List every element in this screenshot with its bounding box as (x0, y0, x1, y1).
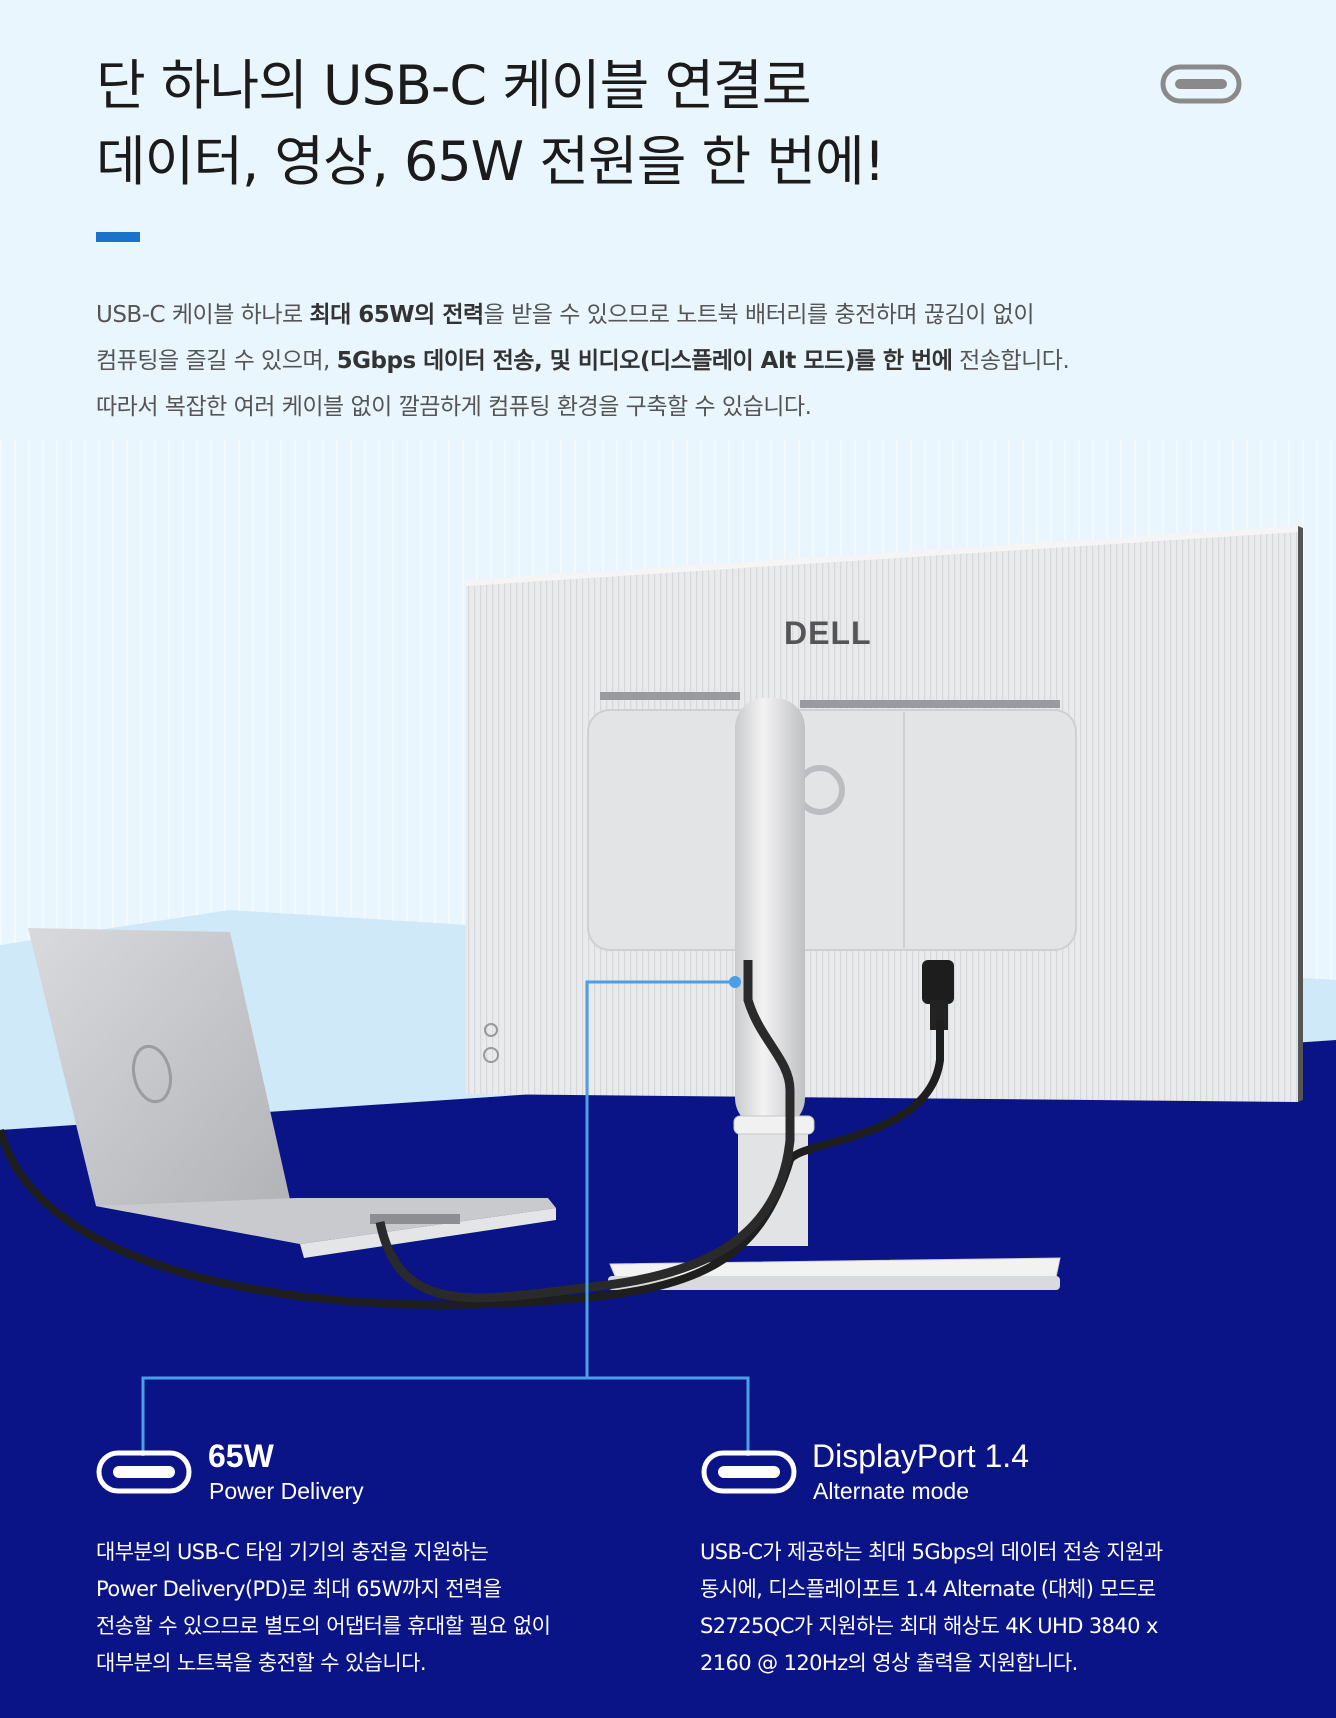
feature-2-body-line: 동시에, 디스플레이포트 1.4 Alternate (대체) 모드로 (700, 1577, 1156, 1601)
intro-text-1: USB-C 케이블 하나로 (96, 302, 310, 328)
feature-1-body-line: 대부분의 USB-C 타입 기기의 충전을 지원하는 (96, 1540, 489, 1564)
feature-2-subtitle: Alternate mode (813, 1478, 969, 1504)
usb-c-port-icon (96, 1450, 192, 1494)
headline: 단 하나의 USB-C 케이블 연결로 데이터, 영상, 65W 전원을 한 번… (96, 48, 885, 200)
feature-2-body: USB-C가 제공하는 최대 5Gbps의 데이터 전송 지원과 동시에, 디스… (700, 1534, 1163, 1682)
headline-line-1: 단 하나의 USB-C 케이블 연결로 (96, 54, 812, 117)
intro-paragraph: USB-C 케이블 하나로 최대 65W의 전력을 받을 수 있으므로 노트북 … (96, 292, 1256, 430)
feature-1-body-line: 전송할 수 있으므로 별도의 어댑터를 휴대할 필요 없이 (96, 1614, 551, 1638)
feature-2-body-line: 2160 @ 120Hz의 영상 출력을 지원합니다. (700, 1651, 1078, 1675)
product-illustration: DELL (0, 440, 1336, 1718)
dell-logo: DELL (784, 615, 872, 651)
connector-dot (729, 976, 741, 988)
headline-line-2: 데이터, 영상, 65W 전원을 한 번에! (96, 130, 885, 193)
intro-text-4: 전송합니다. (952, 348, 1070, 374)
laptop (28, 928, 556, 1258)
accent-bar (96, 232, 140, 242)
intro-text-3: 컴퓨팅을 즐길 수 있으며, (96, 348, 337, 374)
connector-lines (141, 980, 750, 1456)
feature-1-title: 65W (208, 1438, 274, 1474)
feature-1-body-line: 대부분의 노트북을 충전할 수 있습니다. (96, 1651, 427, 1675)
usb-c-port-icon (1160, 64, 1242, 104)
intro-text-2: 을 받을 수 있으므로 노트북 배터리를 충전하며 끊김이 없이 (483, 302, 1035, 328)
feature-1-body-line: Power Delivery(PD)로 최대 65W까지 전력을 (96, 1577, 502, 1601)
intro-bold-2: 5Gbps 데이터 전송, 및 비디오(디스플레이 Alt 모드)를 한 번에 (336, 348, 953, 374)
feature-1-body: 대부분의 USB-C 타입 기기의 충전을 지원하는 Power Deliver… (96, 1534, 551, 1682)
intro-text-5: 따라서 복잡한 여러 케이블 없이 깔끔하게 컴퓨팅 환경을 구축할 수 있습니… (96, 394, 812, 420)
usb-c-port-icon (701, 1450, 797, 1494)
intro-bold-1: 최대 65W의 전력 (309, 302, 484, 328)
usb-c-cable (375, 960, 795, 1303)
feature-2-body-line: USB-C가 제공하는 최대 5Gbps의 데이터 전송 지원과 (700, 1540, 1163, 1564)
feature-2-title: DisplayPort 1.4 (812, 1438, 1029, 1474)
feature-1-subtitle: Power Delivery (209, 1478, 364, 1504)
power-cable (0, 1020, 944, 1309)
feature-2-body-line: S2725QC가 지원하는 최대 해상도 4K UHD 3840 x (700, 1614, 1158, 1638)
